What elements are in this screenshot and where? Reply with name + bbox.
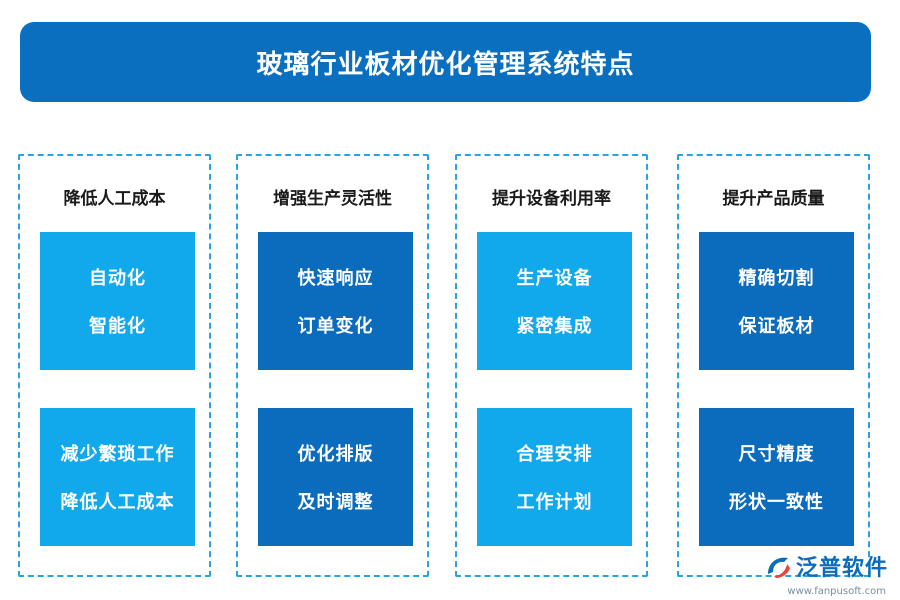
card-line: 尺寸精度 (738, 444, 815, 465)
card-line: 保证板材 (738, 316, 815, 337)
column-heading: 降低人工成本 (63, 189, 166, 209)
card-line: 工作计划 (516, 492, 593, 513)
feature-card: 尺寸精度 形状一致性 (699, 408, 854, 546)
column-heading: 提升产品质量 (722, 189, 825, 209)
feature-card: 合理安排 工作计划 (477, 408, 632, 546)
feature-column-equipment: 提升设备利用率 生产设备 紧密集成 合理安排 工作计划 (455, 154, 648, 577)
card-line: 减少繁琐工作 (60, 444, 175, 465)
feature-column-labor-cost: 降低人工成本 自动化 智能化 减少繁琐工作 降低人工成本 (18, 154, 211, 577)
feature-card: 自动化 智能化 (40, 232, 195, 370)
brand-url: www.fanpusoft.com (787, 586, 886, 597)
card-line: 自动化 (89, 268, 146, 289)
feature-column-quality: 提升产品质量 精确切割 保证板材 尺寸精度 形状一致性 (677, 154, 870, 577)
card-line: 精确切割 (738, 268, 815, 289)
card-line: 快速响应 (297, 268, 374, 289)
fanpu-logo-icon (767, 557, 790, 578)
card-line: 及时调整 (297, 492, 374, 513)
feature-card: 快速响应 订单变化 (258, 232, 413, 370)
feature-card: 精确切割 保证板材 (699, 232, 854, 370)
page-title: 玻璃行业板材优化管理系统特点 (256, 49, 635, 80)
card-line: 降低人工成本 (60, 492, 175, 513)
feature-card: 减少繁琐工作 降低人工成本 (40, 408, 195, 546)
brand-name: 泛普软件 (795, 556, 888, 581)
feature-card: 优化排版 及时调整 (258, 408, 413, 546)
card-line: 订单变化 (297, 316, 374, 337)
card-line: 优化排版 (297, 444, 374, 465)
brand-logo: 泛普软件 (764, 550, 888, 582)
card-line: 合理安排 (516, 444, 593, 465)
title-banner: 玻璃行业板材优化管理系统特点 (20, 22, 871, 102)
feature-card: 生产设备 紧密集成 (477, 232, 632, 370)
card-line: 智能化 (89, 316, 146, 337)
column-heading: 增强生产灵活性 (273, 189, 392, 209)
card-line: 生产设备 (516, 268, 593, 289)
card-line: 紧密集成 (516, 316, 593, 337)
card-line: 形状一致性 (729, 492, 824, 513)
column-heading: 提升设备利用率 (492, 189, 611, 209)
feature-column-flexibility: 增强生产灵活性 快速响应 订单变化 优化排版 及时调整 (236, 154, 429, 577)
